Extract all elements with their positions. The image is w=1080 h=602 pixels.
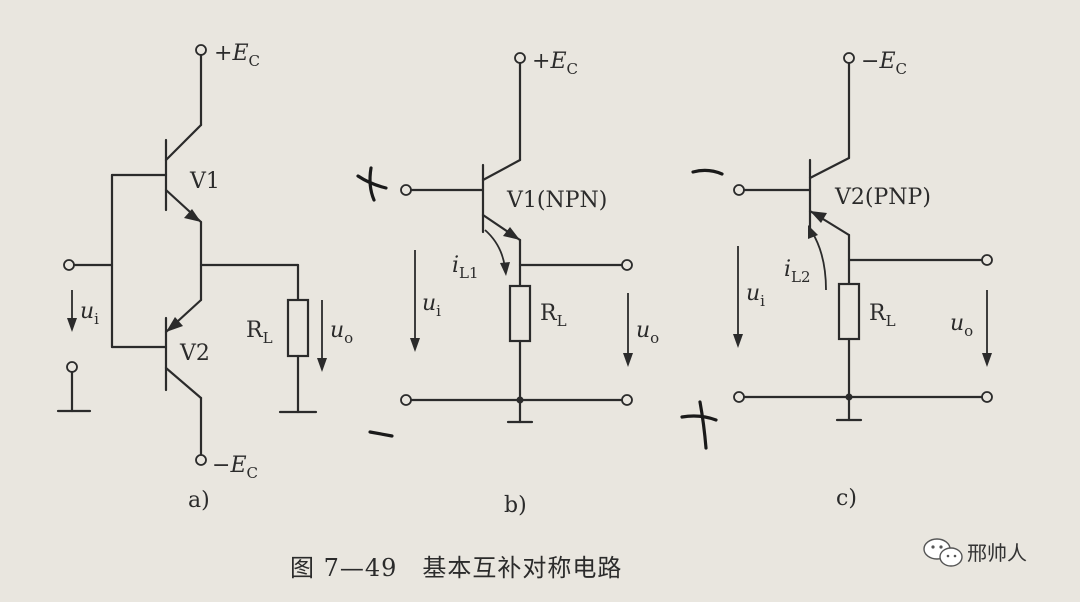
panel-a: +EC −EC V1 V2 ui RL uo a) — [56, 41, 353, 513]
output-terminal-ground — [981, 391, 993, 403]
v1-collector — [481, 158, 522, 182]
load-resistor — [837, 282, 861, 341]
supply-label: +EC — [532, 49, 578, 78]
v1-collector — [164, 123, 203, 162]
output-voltage-label: uo — [950, 311, 973, 340]
panel-c: −EC V2(PNP) iL2 ui RL uo c) — [680, 49, 993, 511]
arrowhead — [500, 262, 510, 276]
figure-caption: 图 7—49 基本互补对称电路 — [290, 554, 622, 582]
handwritten-mark — [368, 166, 376, 202]
handwritten-mark — [356, 174, 388, 190]
load-resistor — [508, 284, 532, 343]
handwritten-mark — [698, 400, 708, 450]
supply-terminal-top — [195, 44, 207, 56]
current-arrow — [484, 229, 506, 269]
watermark-text: 邢帅人 — [967, 541, 1027, 565]
supply-label-top: +EC — [214, 41, 260, 70]
current-label: iL2 — [784, 257, 811, 286]
arrowhead — [410, 338, 420, 352]
v1-emitter-arrow — [503, 227, 520, 240]
supply-terminal — [843, 52, 855, 64]
supply-terminal-bottom — [195, 454, 207, 466]
transistor-label: V2(PNP) — [834, 185, 931, 210]
current-label: iL1 — [452, 253, 479, 282]
input-terminal — [400, 184, 412, 196]
handwritten-mark — [691, 168, 724, 176]
output-voltage-label: uo — [636, 318, 659, 347]
arrowhead — [67, 318, 77, 332]
arrowhead — [623, 353, 633, 367]
panel-c-sublabel: c) — [836, 486, 857, 511]
v1-label: V1 — [189, 169, 220, 194]
input-terminal — [733, 184, 745, 196]
watermark: 邢帅人 — [923, 538, 1027, 567]
load-label: RL — [540, 301, 567, 330]
output-voltage-label: uo — [330, 318, 353, 347]
arrowhead — [982, 353, 992, 367]
load-label: RL — [246, 318, 273, 347]
output-terminal-ground — [621, 394, 633, 406]
v2-collector — [808, 156, 851, 180]
input-terminal-ground — [66, 361, 78, 373]
handwritten-mark — [680, 414, 718, 422]
input-voltage-label: ui — [80, 299, 99, 328]
supply-terminal — [514, 52, 526, 64]
input-terminal-ground — [400, 394, 412, 406]
v2-collector — [164, 366, 203, 400]
supply-label: −EC — [861, 49, 907, 78]
output-terminal — [621, 259, 633, 271]
arrowhead — [317, 358, 327, 372]
chat-bubble-icon — [923, 538, 963, 567]
junction — [516, 396, 524, 404]
handwritten-mark — [368, 430, 394, 438]
v2-emitter-arrow — [166, 317, 183, 332]
arrowhead — [733, 334, 743, 348]
current-arrow — [811, 231, 827, 291]
v1-emitter-arrow — [184, 209, 201, 222]
output-terminal — [981, 254, 993, 266]
transistor-label: V1(NPN) — [506, 188, 607, 213]
input-voltage-label: ui — [746, 281, 765, 310]
panel-b: +EC V1(NPN) iL1 ui RL uo b) — [356, 49, 659, 518]
load-resistor — [286, 298, 310, 358]
v2-emitter-arrow — [810, 211, 827, 223]
input-terminal-ground — [733, 391, 745, 403]
input-voltage-label: ui — [422, 291, 441, 320]
arrowhead — [808, 225, 818, 239]
panel-a-sublabel: a) — [188, 488, 210, 513]
input-terminal — [63, 259, 75, 271]
panel-b-sublabel: b) — [504, 493, 527, 518]
load-label: RL — [869, 301, 896, 330]
v2-label: V2 — [179, 341, 210, 366]
junction — [845, 393, 853, 401]
supply-label-bottom: −EC — [212, 453, 258, 482]
